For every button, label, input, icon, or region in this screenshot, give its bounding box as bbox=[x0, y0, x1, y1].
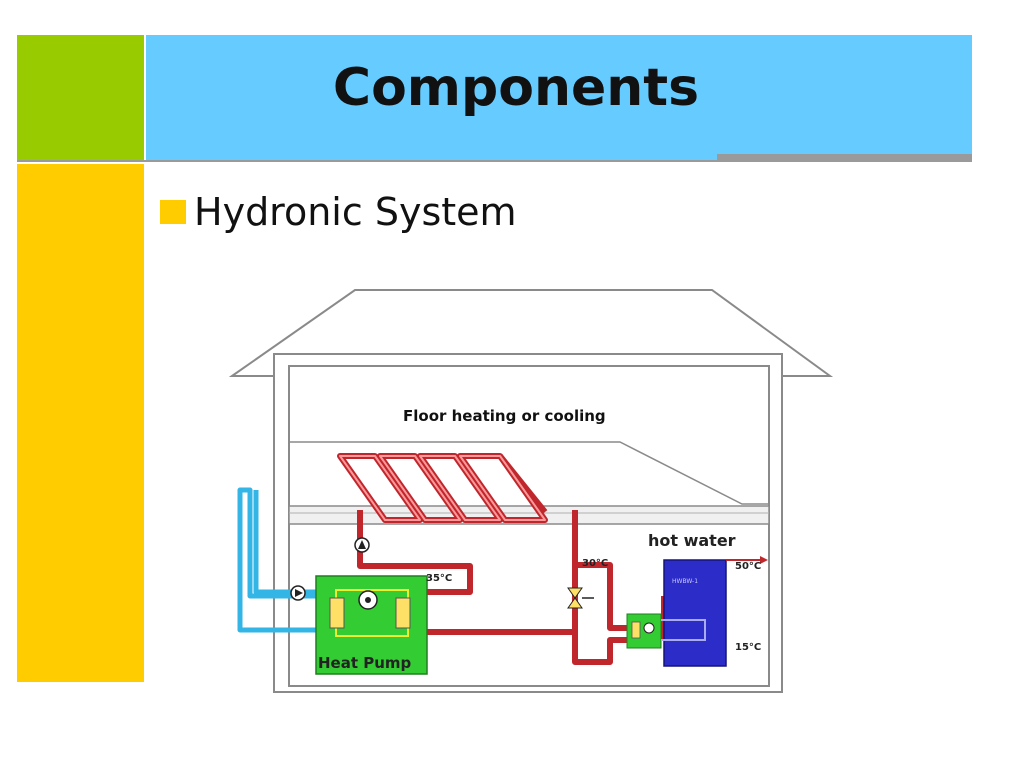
slide-title: Components bbox=[332, 58, 700, 118]
temp-label-35: 35°C bbox=[426, 573, 452, 584]
accent-block-yellow bbox=[17, 164, 144, 682]
bullet-text: Hydronic System bbox=[194, 190, 517, 234]
title-bar bbox=[146, 35, 972, 160]
hot-water-label: hot water bbox=[648, 531, 736, 550]
three-way-valve-icon bbox=[567, 587, 594, 609]
floor-slab-outline bbox=[289, 441, 769, 505]
temp-label-30: 30°C bbox=[582, 558, 608, 569]
temp-label-15: 15°C bbox=[735, 642, 761, 653]
temp-label-50: 50°C bbox=[735, 561, 761, 572]
hot-water-tank bbox=[663, 559, 727, 667]
heat-pump-label: Heat Pump bbox=[318, 654, 412, 672]
svg-text:HWBW-1: HWBW-1 bbox=[672, 578, 698, 585]
bullet-marker bbox=[160, 200, 186, 224]
floor-heating-caption: Floor heating or cooling bbox=[403, 407, 606, 425]
title-divider-accent bbox=[717, 154, 972, 162]
accent-block-green bbox=[17, 35, 144, 160]
title-divider bbox=[17, 160, 972, 162]
